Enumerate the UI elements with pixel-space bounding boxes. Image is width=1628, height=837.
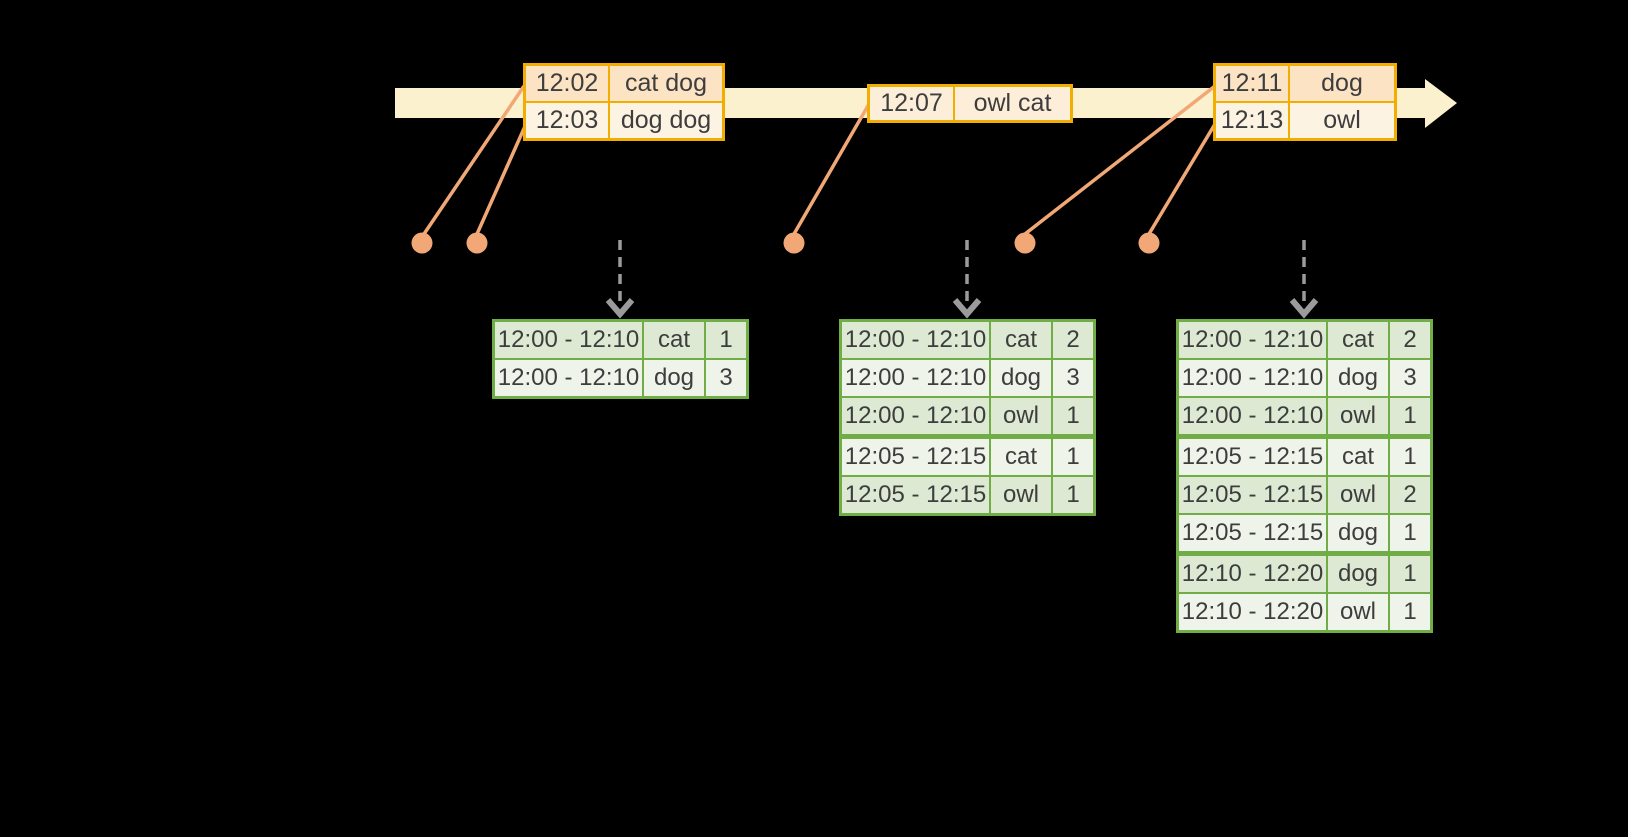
count-cell: 1 (706, 322, 746, 358)
window-cell: 12:00 - 12:10 (495, 322, 642, 358)
word-cell: owl (991, 477, 1051, 513)
window-cell: 12:10 - 12:20 (1179, 556, 1326, 592)
event-time-cell: 12:13 (1216, 103, 1288, 138)
count-cell: 1 (1390, 398, 1430, 434)
window-cell: 12:00 - 12:10 (1179, 322, 1326, 358)
window-cell: 12:05 - 12:15 (1179, 439, 1326, 475)
window-cell: 12:00 - 12:10 (1179, 398, 1326, 434)
timeline-arrowhead-icon (1425, 79, 1457, 128)
count-cell: 2 (1390, 322, 1430, 358)
window-cell: 12:05 - 12:15 (1179, 515, 1326, 551)
event-marker-dot (411, 232, 433, 254)
count-cell: 3 (1390, 360, 1430, 396)
word-cell: cat (991, 439, 1051, 475)
word-cell: owl (1328, 594, 1388, 630)
count-cell: 1 (1053, 439, 1093, 475)
count-cell: 1 (1390, 439, 1430, 475)
window-cell: 12:00 - 12:10 (495, 360, 642, 396)
word-cell: cat (991, 322, 1051, 358)
event-marker-line (1147, 123, 1217, 235)
trigger-arrow-head-icon (605, 298, 635, 319)
count-cell: 1 (1390, 515, 1430, 551)
trigger-arrow (605, 240, 635, 319)
event-words-cell: cat dog (610, 66, 722, 101)
trigger-arrow-head-icon (952, 298, 982, 319)
trigger-arrow (952, 240, 982, 319)
count-cell: 2 (1390, 477, 1430, 513)
count-cell: 1 (1390, 594, 1430, 630)
window-cell: 12:05 - 12:15 (1179, 477, 1326, 513)
event-marker-dot (1014, 232, 1036, 254)
event-time-cell: 12:11 (1216, 66, 1288, 101)
event-words-cell: owl (1290, 103, 1394, 138)
word-cell: dog (1328, 360, 1388, 396)
event-marker-dot (783, 232, 805, 254)
word-cell: cat (1328, 322, 1388, 358)
event-marker-line (792, 103, 871, 235)
event-words-cell: owl cat (955, 87, 1070, 120)
word-cell: dog (991, 360, 1051, 396)
count-cell: 1 (1390, 556, 1430, 592)
window-cell: 12:05 - 12:15 (842, 439, 989, 475)
word-cell: cat (1328, 439, 1388, 475)
word-cell: owl (1328, 398, 1388, 434)
event-time-cell: 12:07 (870, 87, 953, 120)
count-cell: 3 (706, 360, 746, 396)
event-words-cell: dog (1290, 66, 1394, 101)
event-marker-line (422, 85, 526, 235)
event-time-cell: 12:02 (526, 66, 608, 101)
word-cell: dog (644, 360, 704, 396)
window-cell: 12:00 - 12:10 (1179, 360, 1326, 396)
window-cell: 12:00 - 12:10 (842, 360, 989, 396)
count-cell: 3 (1053, 360, 1093, 396)
event-marker-line (1023, 84, 1217, 236)
count-cell: 1 (1053, 477, 1093, 513)
count-cell: 2 (1053, 322, 1093, 358)
window-cell: 12:00 - 12:10 (842, 398, 989, 434)
trigger-arrow-head-icon (1289, 298, 1319, 319)
event-time-cell: 12:03 (526, 103, 608, 138)
count-cell: 1 (1053, 398, 1093, 434)
word-cell: dog (1328, 556, 1388, 592)
word-cell: owl (1328, 477, 1388, 513)
event-marker-line (475, 123, 528, 235)
window-cell: 12:00 - 12:10 (842, 322, 989, 358)
window-cell: 12:10 - 12:20 (1179, 594, 1326, 630)
event-marker-dot (466, 232, 488, 254)
word-cell: dog (1328, 515, 1388, 551)
window-cell: 12:05 - 12:15 (842, 477, 989, 513)
word-cell: cat (644, 322, 704, 358)
trigger-arrow (1289, 240, 1319, 319)
word-cell: owl (991, 398, 1051, 434)
event-marker-dot (1138, 232, 1160, 254)
event-words-cell: dog dog (610, 103, 722, 138)
